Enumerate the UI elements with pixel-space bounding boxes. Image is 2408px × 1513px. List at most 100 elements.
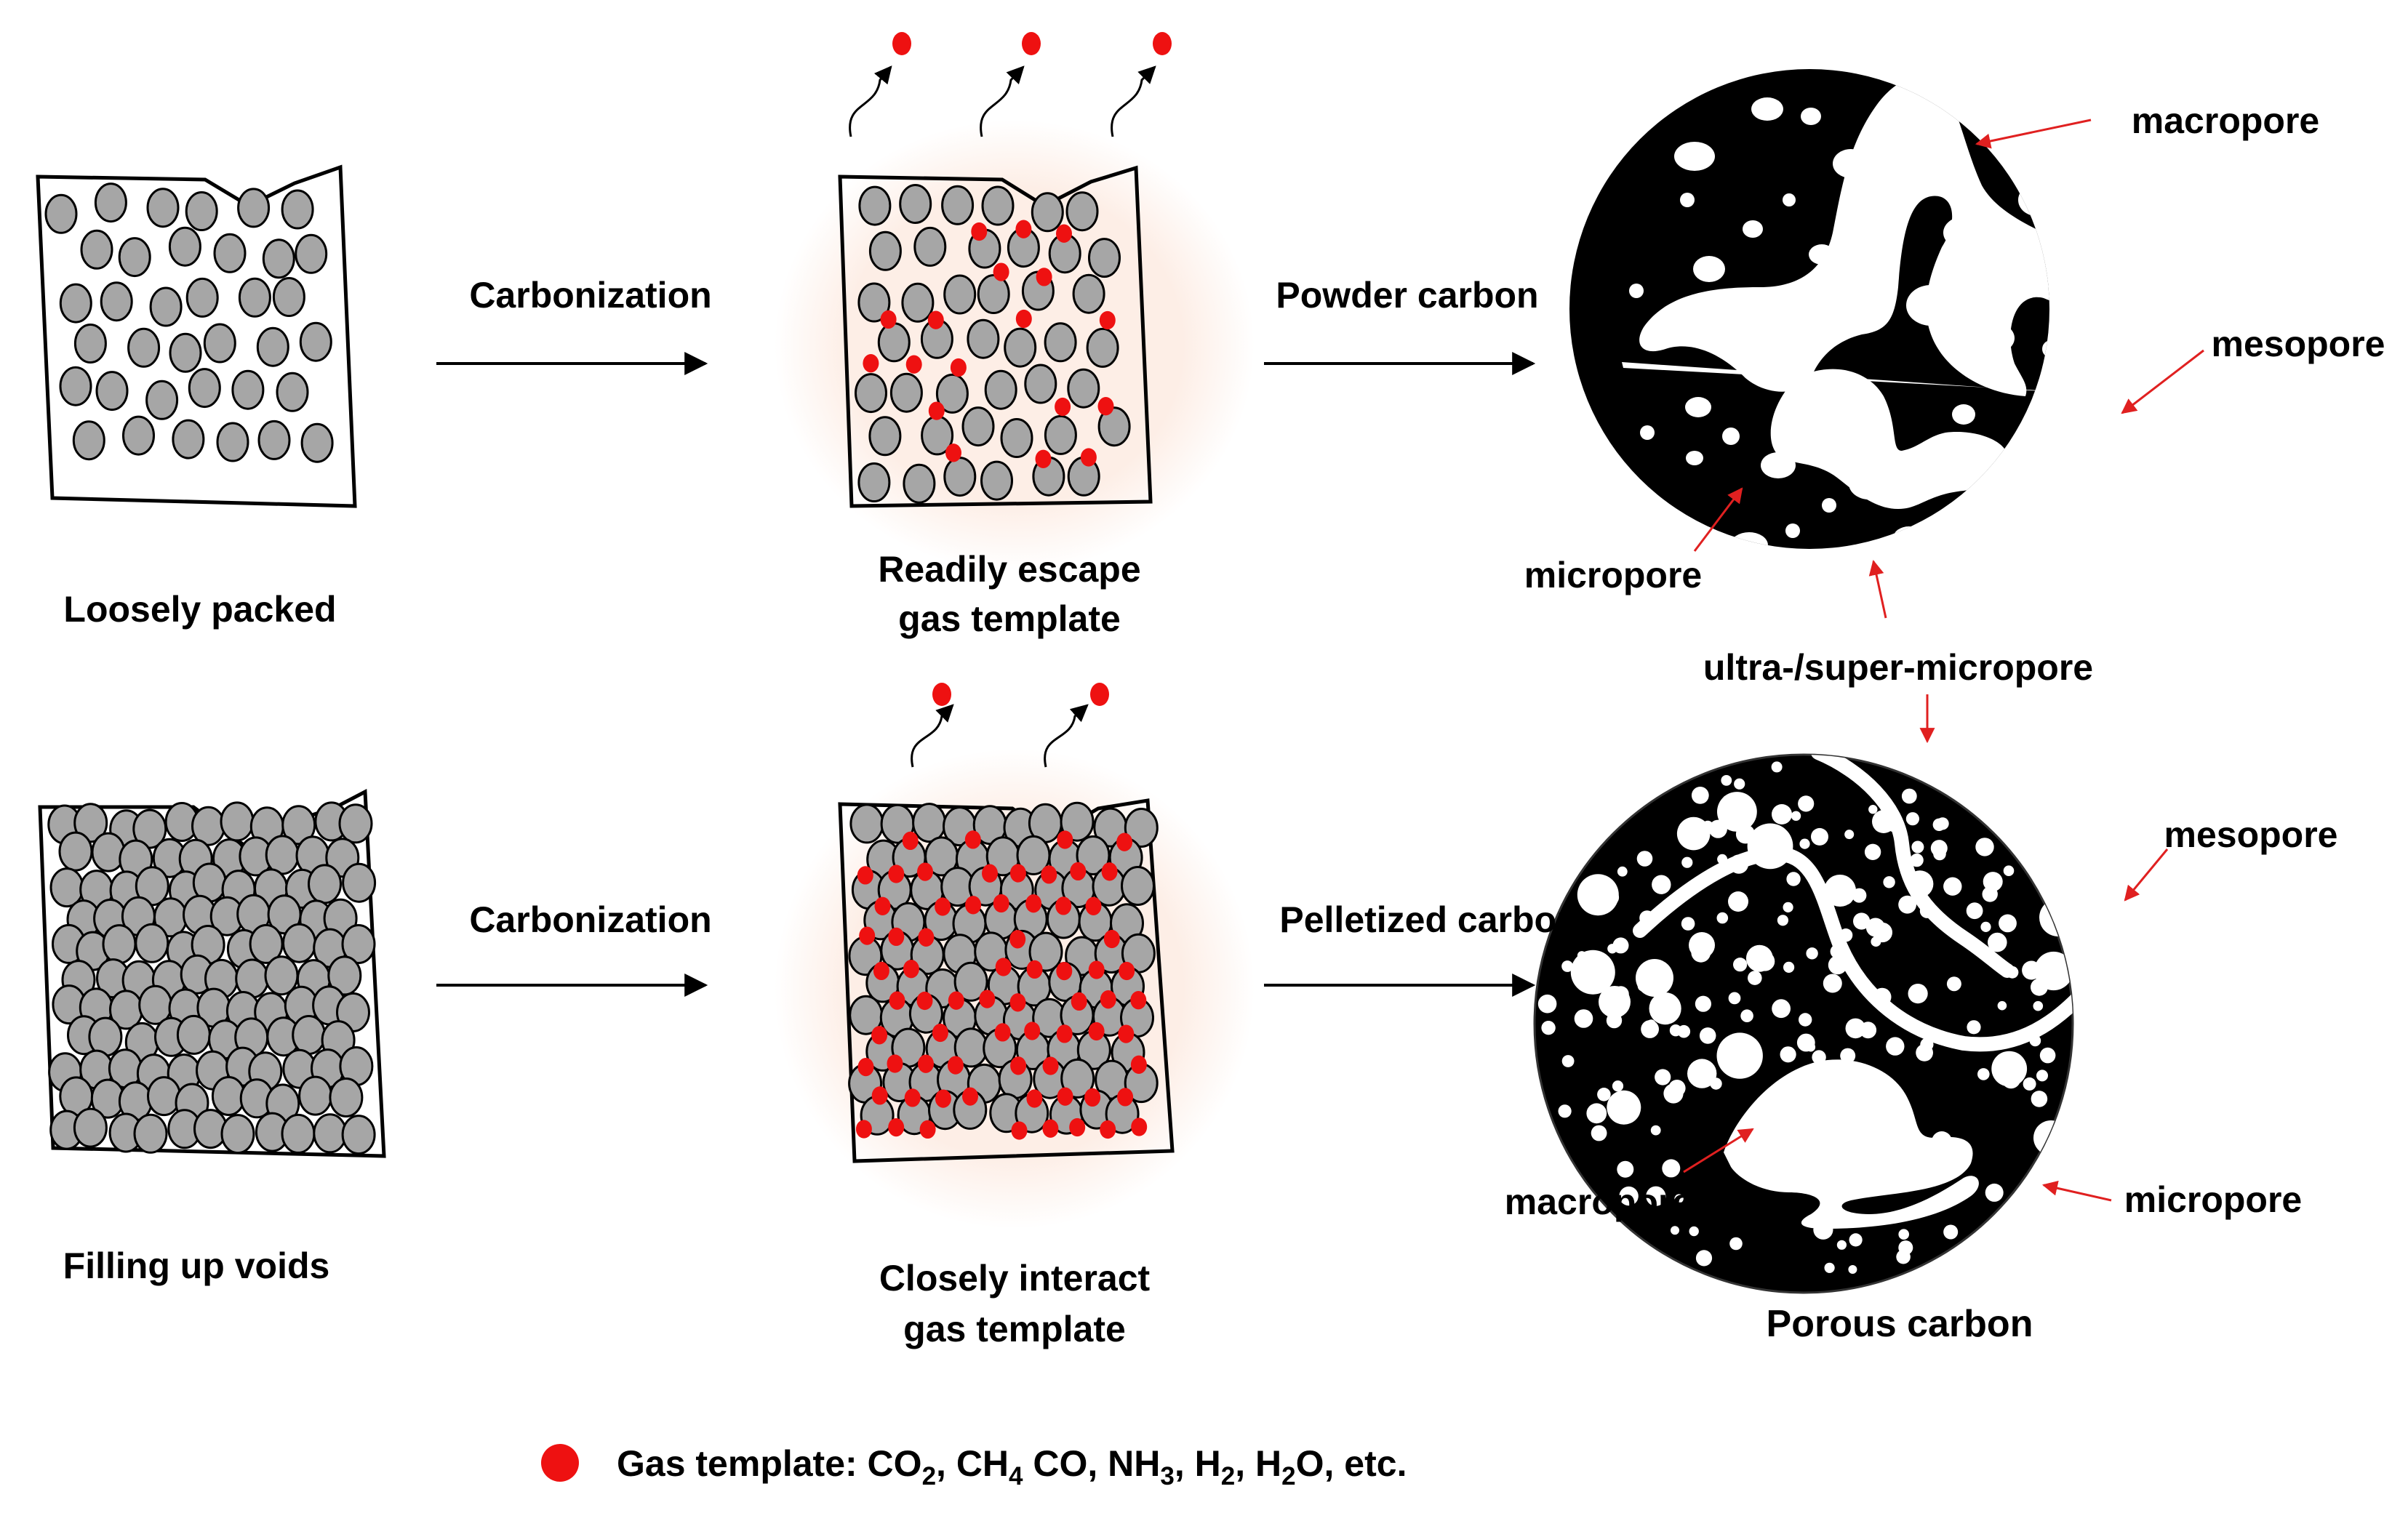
pore — [1873, 987, 1892, 1006]
particle — [1000, 418, 1033, 458]
gas-template-dot — [1069, 1117, 1086, 1137]
pore — [1999, 515, 2016, 532]
particle — [338, 803, 373, 844]
pore — [1717, 854, 1728, 864]
particle — [857, 282, 891, 323]
pore — [1812, 1050, 1826, 1064]
pore — [1561, 1055, 1575, 1067]
gas-template-dot — [1116, 832, 1133, 851]
pore — [1685, 397, 1711, 417]
pore — [1619, 1186, 1639, 1206]
particle — [59, 366, 92, 406]
particle — [216, 422, 249, 462]
pore — [1561, 960, 1574, 972]
pore — [1646, 1186, 1666, 1206]
pore — [1662, 1159, 1681, 1178]
gas-template-dot — [874, 896, 891, 915]
particle — [889, 372, 923, 413]
macropore-top-lower — [1770, 369, 2008, 509]
pore — [2029, 1035, 2041, 1047]
particle — [868, 416, 902, 457]
particle — [984, 369, 1017, 410]
particle — [1065, 191, 1099, 232]
pore — [1663, 1083, 1684, 1104]
gas-template-dot — [1130, 991, 1147, 1010]
pore — [2065, 397, 2088, 417]
label-closely-interact-line2: gas template — [903, 1309, 1126, 1349]
particle — [855, 373, 887, 414]
pore — [2000, 120, 2015, 135]
particle — [188, 368, 221, 409]
pore — [1577, 874, 1619, 916]
label-powder-carbon: Powder carbon — [1276, 275, 1538, 316]
gas-template-dot — [1100, 1120, 1116, 1139]
pore — [1783, 902, 1793, 912]
gas-template-dot — [1085, 896, 1102, 915]
particle — [122, 415, 155, 456]
escaping-gas-top — [849, 32, 1172, 137]
pore — [1796, 1033, 1815, 1052]
pore — [1798, 795, 1815, 812]
gas-template-dot — [1118, 1024, 1135, 1043]
pore — [1898, 895, 1917, 914]
pore — [2033, 1120, 2068, 1155]
particle — [102, 924, 137, 965]
pore — [1689, 932, 1715, 958]
gas-template-dot — [918, 928, 935, 947]
pore — [1695, 1250, 1713, 1267]
label-bottom-macropore: macropore — [1505, 1181, 1692, 1222]
gas-template-dot — [945, 444, 961, 462]
particle — [281, 805, 316, 846]
pore — [1639, 910, 1655, 926]
pore — [1674, 1194, 1684, 1203]
particle — [329, 1077, 364, 1117]
pore — [1786, 872, 1801, 886]
pore — [1586, 1103, 1607, 1124]
pore — [1716, 912, 1729, 924]
particle — [220, 801, 255, 842]
label-ultra-super-micropore: ultra-/super-micropore — [1703, 647, 2093, 688]
pore — [1743, 220, 1763, 238]
gas-template-dot — [964, 830, 981, 849]
pore — [1840, 1048, 1856, 1064]
gas-template-dot — [993, 894, 1009, 913]
label-carbonization-bottom: Carbonization — [469, 899, 711, 940]
gas-template-dot — [1088, 1022, 1105, 1041]
gas-template-dot — [859, 926, 876, 945]
gas-template-dot — [1055, 896, 1072, 915]
particle — [73, 803, 108, 843]
gas-template-dot — [1119, 961, 1135, 981]
particle — [80, 229, 113, 270]
gas-template-dot — [880, 310, 897, 329]
gas-template-dot — [1042, 1056, 1059, 1075]
pore — [1597, 1088, 1611, 1101]
pore — [1772, 804, 1792, 824]
gas-template-dot — [902, 831, 919, 851]
particle — [295, 233, 328, 274]
gas-template-dot — [928, 401, 945, 420]
gas-template-dot — [888, 1117, 905, 1137]
pore — [1753, 826, 1789, 862]
pore — [2036, 1069, 2048, 1082]
gas-template-dot — [1009, 864, 1026, 883]
pore — [1946, 976, 1961, 992]
gas-template-dot — [948, 991, 964, 1010]
particle — [1086, 327, 1119, 368]
particle — [265, 835, 300, 875]
pore — [1716, 1032, 1763, 1079]
particle — [211, 1076, 246, 1116]
pore — [1872, 810, 1895, 833]
legend-gas-dot — [541, 1444, 579, 1482]
particle — [276, 372, 309, 412]
pore — [2018, 184, 2049, 216]
pore — [1591, 1125, 1607, 1141]
gas-template-dot — [903, 960, 919, 979]
particle — [220, 1114, 255, 1155]
particle — [44, 193, 78, 234]
pore — [1830, 944, 1844, 959]
gas-template-dot — [1097, 397, 1114, 416]
gas-template-dot — [1009, 930, 1026, 949]
pore — [1652, 875, 1671, 894]
gas-template-dot — [950, 358, 967, 377]
